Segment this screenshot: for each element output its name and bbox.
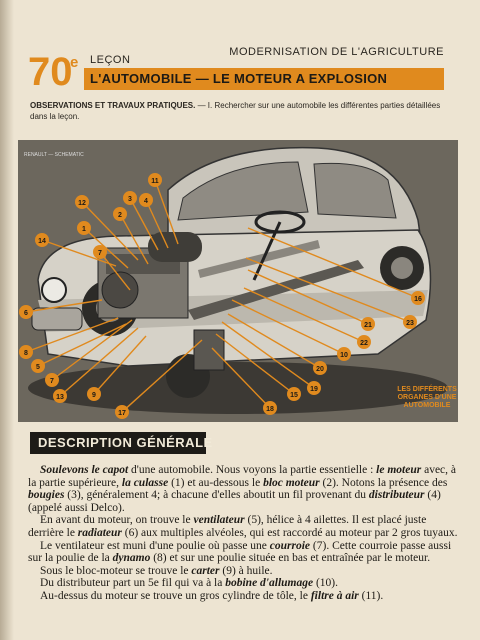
figure-label-23: 23 (406, 320, 414, 327)
figure-label-21: 21 (364, 322, 372, 329)
car-illustration-svg: 11 12 3 4 2 1 7 14 16 6 23 21 22 10 8 5 … (18, 140, 458, 422)
paragraph-5: Du distributeur part un 5e fil qui va à … (40, 577, 339, 590)
paragraph-3: Le ventilateur est muni d'une poulie où … (28, 539, 452, 565)
figure-label-19: 19 (310, 386, 318, 393)
figure-label-7a: 7 (98, 250, 102, 257)
figure-label-7b: 7 (50, 378, 54, 385)
lesson-number-superscript: e (70, 54, 79, 71)
figure-label-22: 22 (360, 340, 368, 347)
figure-label-15: 15 (290, 392, 298, 399)
figure-caption: LES DIFFÉRENTS ORGANES D'UNE AUTOMOBILE (397, 386, 457, 409)
figure-label-18: 18 (266, 406, 274, 413)
figure-label-9: 9 (92, 392, 96, 399)
figure-label-13: 13 (56, 394, 64, 401)
figure-label-10: 10 (340, 352, 348, 359)
figure-label-5: 5 (36, 364, 40, 371)
figure-label-11: 11 (151, 178, 159, 185)
figure-label-20: 20 (316, 366, 324, 373)
section-title: DESCRIPTION GÉNÉRALE (38, 435, 213, 450)
paragraph-2: En avant du moteur, on trouve le ventila… (28, 514, 458, 539)
figure-label-14: 14 (38, 238, 46, 245)
figure-label-12: 12 (78, 200, 86, 207)
section-banner (30, 432, 206, 454)
figure-label-3: 3 (128, 196, 132, 203)
observations-label: OBSERVATIONS ET TRAVAUX PRATIQUES. (30, 101, 196, 110)
figure-label-17: 17 (118, 410, 126, 417)
figure-label-4: 4 (144, 198, 148, 205)
lesson-word: LEÇON (90, 54, 131, 66)
lesson-title: L'AUTOMOBILE — LE MOTEUR A EXPLOSION (90, 71, 388, 86)
observations-paragraph: OBSERVATIONS ET TRAVAUX PRATIQUES. — I. … (30, 100, 446, 122)
lesson-number: 70 (28, 50, 73, 94)
observations-text: — I. Rechercher sur une automobile les d… (30, 101, 441, 121)
figure-label-8: 8 (24, 350, 28, 357)
figure-label-1: 1 (82, 226, 86, 233)
figure-label-16: 16 (414, 296, 422, 303)
car-cutaway-illustration: 11 12 3 4 2 1 7 14 16 6 23 21 22 10 8 5 … (18, 140, 458, 422)
figure-label-6: 6 (24, 310, 28, 317)
body-text: Soulevons le capot d'une automobile. Nou… (28, 464, 460, 603)
paragraph-6: Au-dessus du moteur se trouve un gros cy… (40, 589, 384, 602)
title-banner (84, 68, 444, 90)
page-gutter-shadow (0, 0, 14, 640)
paragraph-1: Soulevons le capot d'une automobile. Nou… (28, 464, 457, 514)
paragraph-4: Sous le bloc-moteur se trouve le carter … (40, 564, 273, 577)
figure-copyright: RENAULT — SCHEMATIC (24, 152, 84, 158)
figure-label-2: 2 (118, 212, 122, 219)
running-header: MODERNISATION DE L'AGRICULTURE (229, 46, 444, 58)
